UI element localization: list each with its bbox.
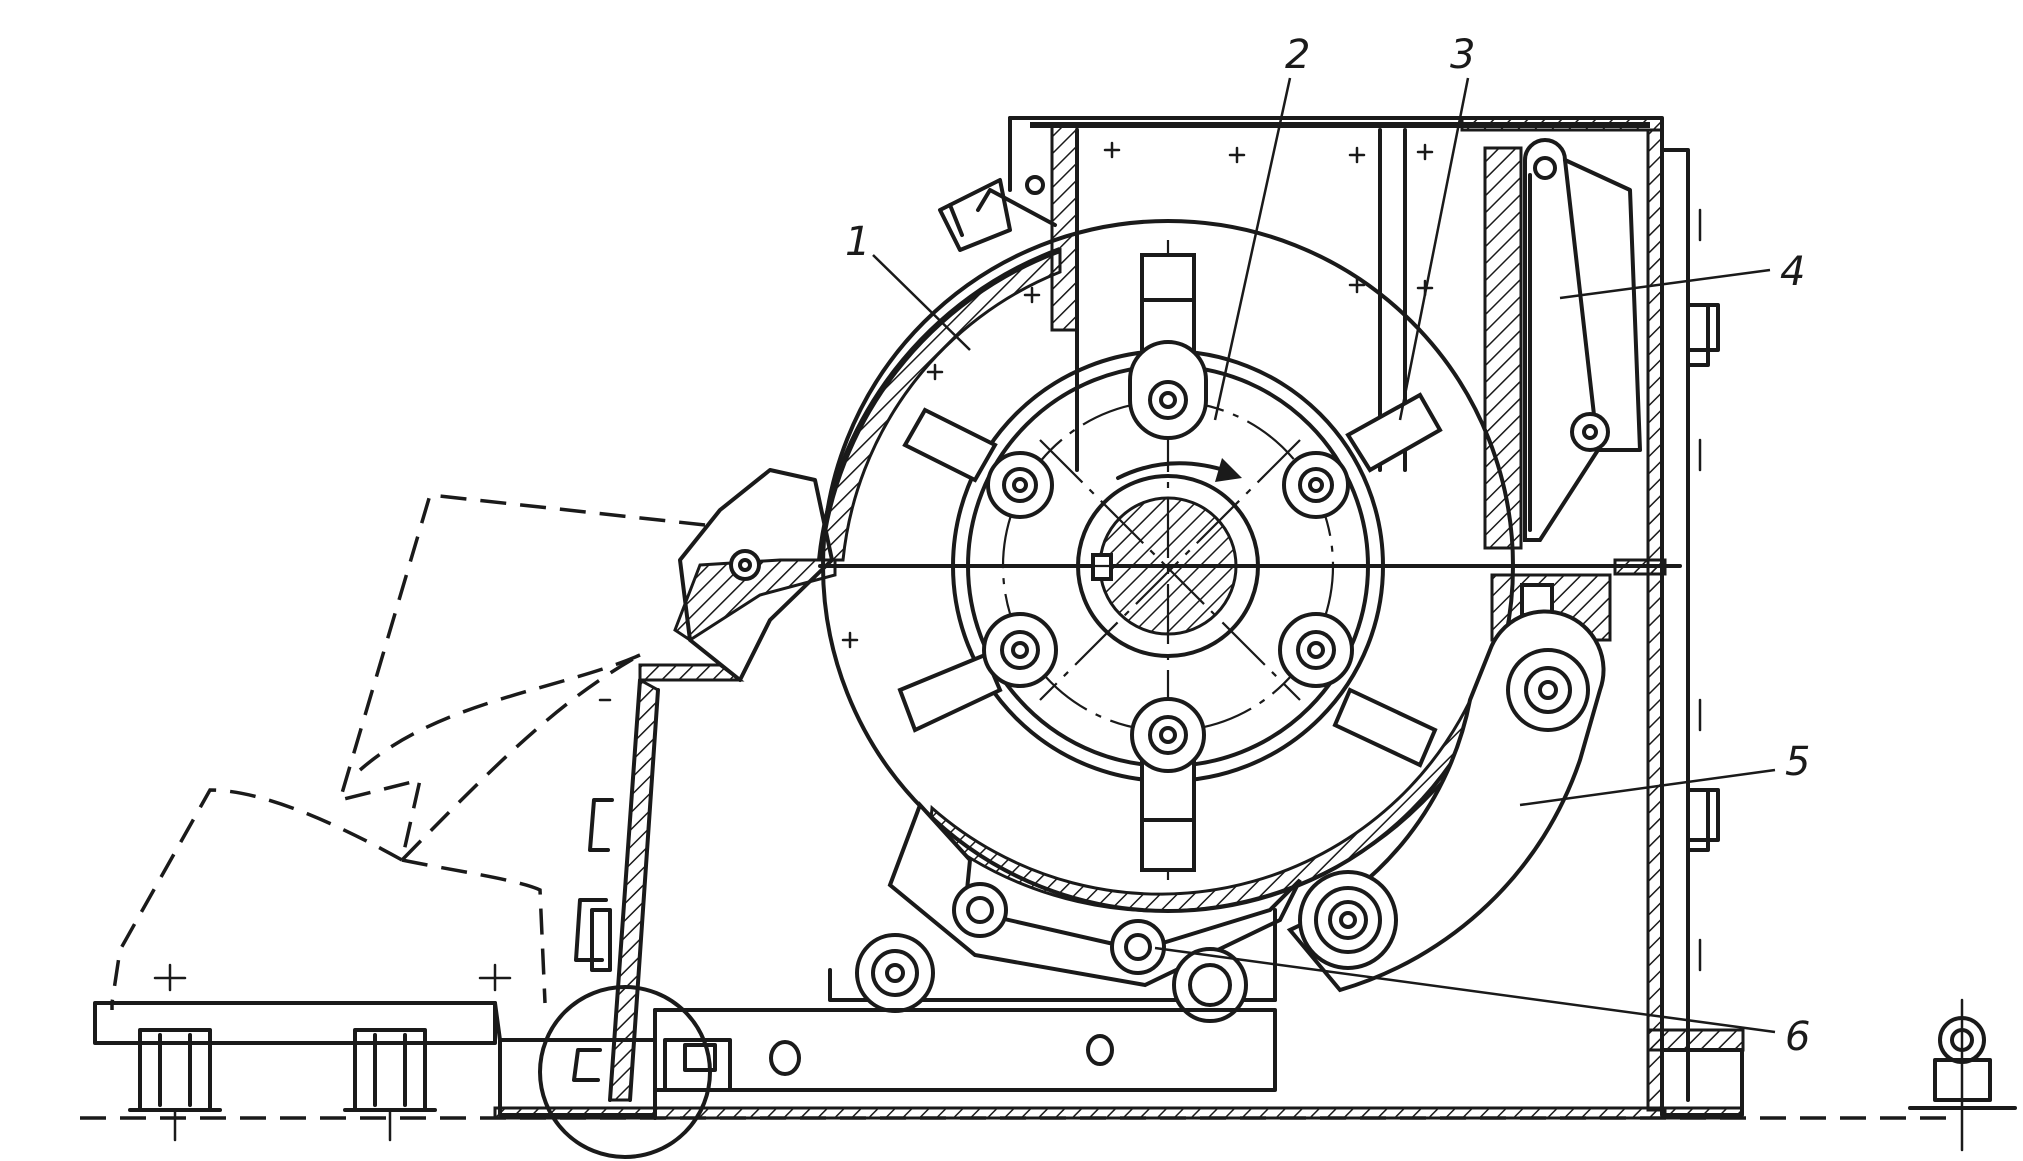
right-support (1908, 998, 2017, 1152)
label-1: 1 (845, 219, 870, 265)
front-flap (638, 468, 837, 682)
callout-labels: 1 2 3 4 5 6 (845, 32, 1810, 1060)
label-2: 2 (1285, 32, 1310, 78)
label-5: 5 (1785, 739, 1810, 785)
label-3: 3 (1450, 32, 1475, 78)
rail-carriage (93, 1001, 502, 1142)
leader-lines (872, 77, 1776, 1034)
label-4: 4 (1780, 249, 1805, 295)
base-frame (493, 985, 1667, 1159)
left-casing-door (572, 677, 660, 1102)
cradle (828, 801, 1398, 1023)
label-6: 6 (1785, 1014, 1810, 1060)
door-open-outline (110, 493, 706, 1010)
hammers (897, 253, 1443, 872)
